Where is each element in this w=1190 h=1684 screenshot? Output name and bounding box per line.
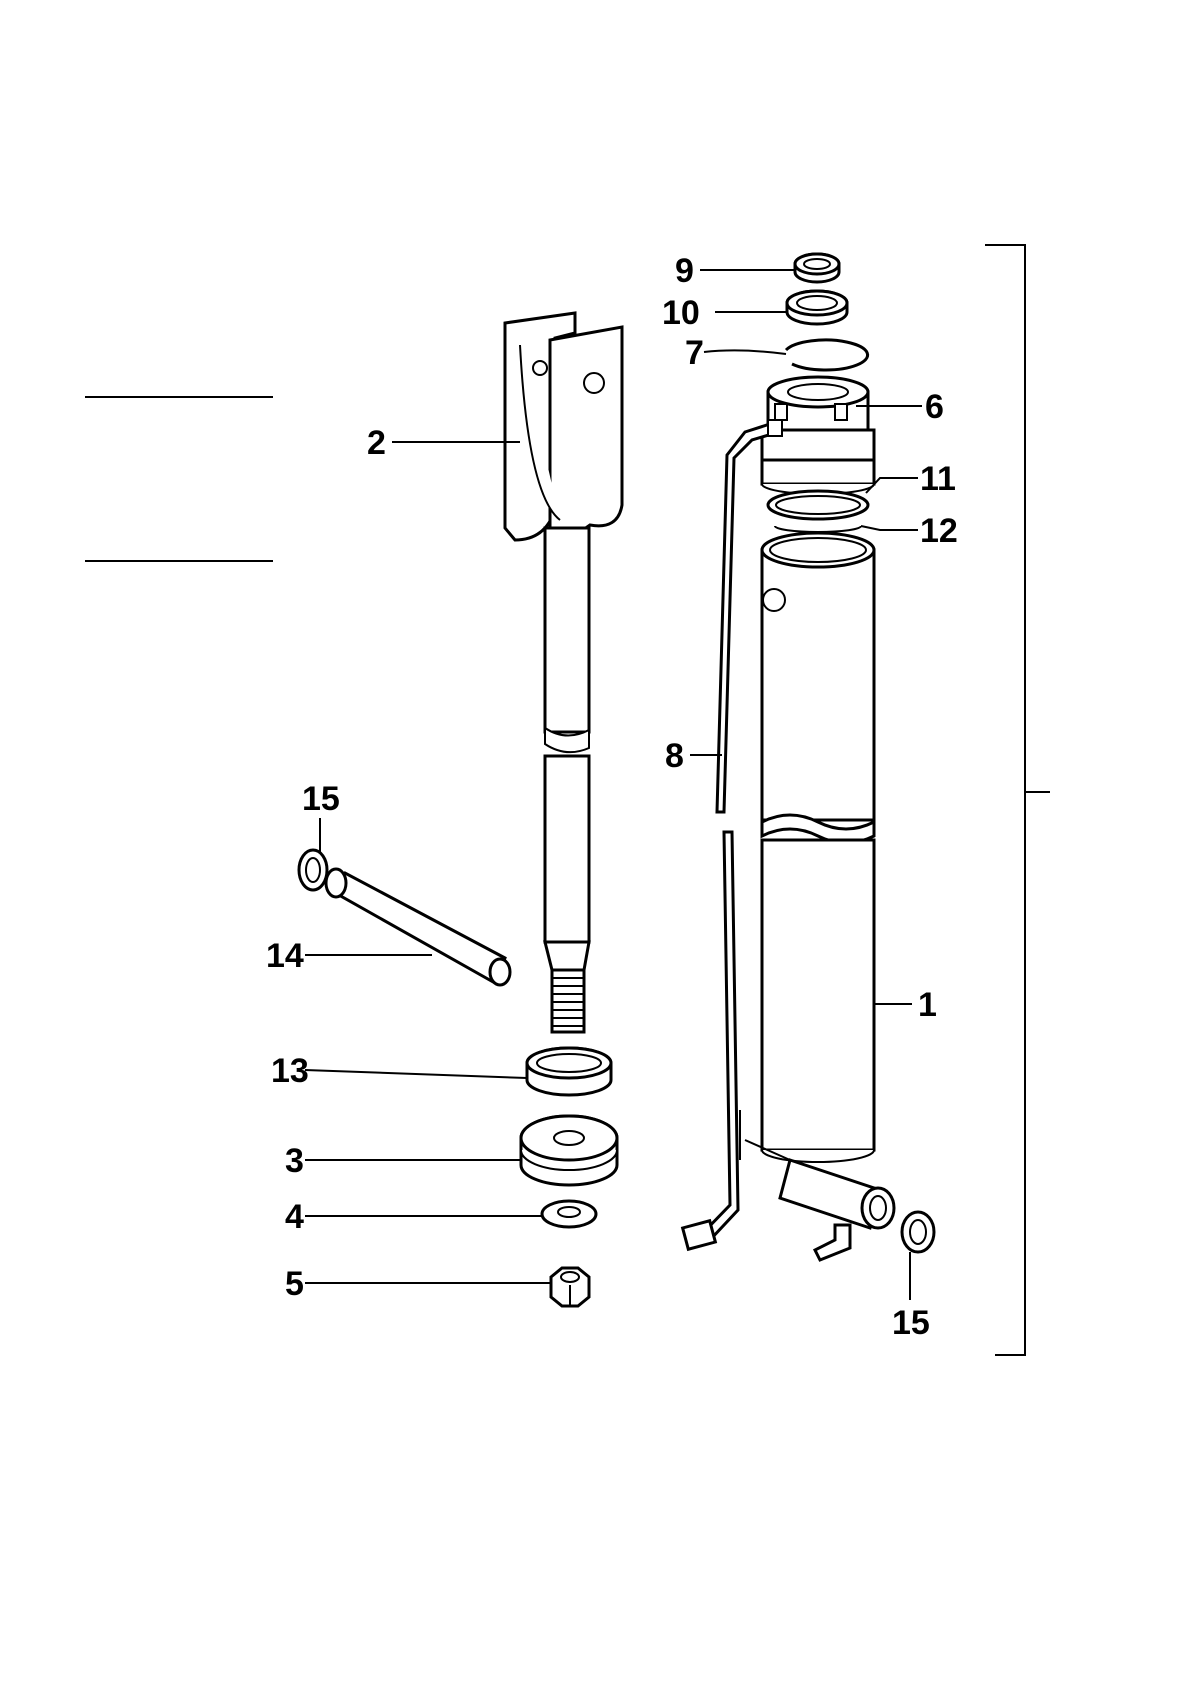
callout-12: 12 (920, 512, 958, 550)
split-ring-part-7 (786, 340, 868, 370)
callout-5: 5 (285, 1265, 304, 1303)
callout-4: 4 (285, 1198, 304, 1236)
ring-part-12 (775, 526, 861, 532)
callout-15-right: 15 (892, 1304, 930, 1342)
callout-14: 14 (266, 937, 304, 975)
callout-10: 10 (662, 294, 700, 332)
ring-part-11 (768, 491, 868, 519)
assembly-bracket (985, 245, 1050, 1355)
ring-part-10 (787, 291, 847, 324)
circlip-part-15-left (299, 850, 327, 890)
callout-8: 8 (665, 737, 684, 775)
nut-part-5 (551, 1268, 589, 1306)
callout-7: 7 (685, 334, 704, 372)
callout-6: 6 (925, 388, 944, 426)
callout-1: 1 (918, 986, 937, 1024)
pin-part-14 (326, 869, 510, 985)
clevis-rod-part-2 (505, 313, 622, 1032)
rubber-bush-part-3 (521, 1116, 617, 1185)
callout-15-left: 15 (302, 780, 340, 818)
seal-ring-part-13 (527, 1048, 611, 1095)
callout-2: 2 (367, 424, 386, 462)
callout-11: 11 (920, 460, 956, 498)
callout-13: 13 (271, 1052, 309, 1090)
washer-part-4 (542, 1201, 596, 1227)
circlip-part-15-right (902, 1212, 934, 1252)
callout-9: 9 (675, 252, 694, 290)
callout-3: 3 (285, 1142, 304, 1180)
seal-part-9 (795, 254, 839, 282)
cylinder-body-part-1 (740, 533, 894, 1260)
